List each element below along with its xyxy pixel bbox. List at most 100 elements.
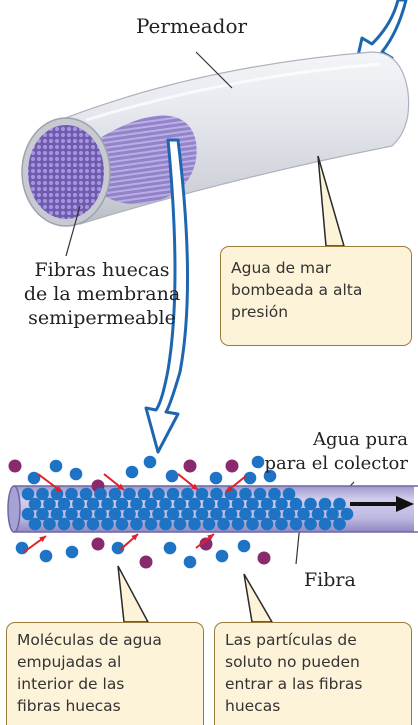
water-molecule: [137, 487, 151, 501]
water-molecule: [79, 487, 93, 501]
permeator-label: Permeador: [136, 14, 248, 38]
fiber-bundle-end: [28, 125, 104, 219]
push-arrow: [225, 475, 247, 493]
water-molecule: [246, 497, 259, 511]
solute-line-1: Las partículas de: [225, 631, 357, 649]
water-molecule: [94, 487, 107, 501]
seawater-line-1: Agua de mar: [231, 259, 331, 277]
water-molecule: [195, 507, 209, 521]
water-molecule: [217, 497, 230, 511]
push-arrow: [177, 473, 199, 491]
water-molecule: [152, 487, 165, 501]
push-arrow: [195, 533, 215, 549]
water-molecule: [159, 497, 172, 511]
water-molecule: [163, 541, 177, 555]
permeator-cylinder: [21, 51, 410, 227]
seawater-tail: [317, 155, 345, 247]
push-arrow: [23, 535, 47, 553]
water-molecule: [130, 517, 143, 531]
water-molecule: [86, 497, 100, 511]
water-molecule: [111, 541, 125, 555]
water-molecule: [65, 487, 78, 501]
water-molecule: [28, 497, 42, 511]
water-molecule: [289, 517, 303, 531]
water-molecule: [282, 487, 296, 501]
water-molecule: [123, 487, 136, 501]
pure-water-label: Agua pura para el colector: [264, 428, 408, 476]
water-molecule: [165, 469, 179, 483]
water-molecule: [282, 507, 296, 521]
water-molecule: [253, 507, 267, 521]
water-molecule: [304, 517, 317, 531]
hollow-fibers-line-2: de la membrana: [23, 283, 181, 305]
water-molecule: [115, 517, 129, 531]
water-molecule: [144, 497, 158, 511]
water-molecule: [173, 497, 187, 511]
water-molecule: [27, 471, 41, 485]
water-molecule: [21, 487, 35, 501]
water-molecule: [268, 507, 281, 521]
water-molecule: [210, 507, 223, 521]
fibers-pointer: [65, 205, 81, 257]
solute-particle: [225, 459, 239, 473]
water-molecule: [101, 517, 114, 531]
water-molecule: [69, 467, 83, 481]
water-molecule: [57, 517, 71, 531]
water-molecule: [289, 497, 303, 511]
solute-line-2: soluto no pueden: [225, 653, 360, 671]
water-molecule: [57, 497, 71, 511]
water-molecule: [166, 487, 180, 501]
water-molecule: [318, 517, 332, 531]
water-molecule: [195, 487, 209, 501]
water-molecule: [297, 507, 310, 521]
water-molecule: [253, 487, 267, 501]
water-molecule: [130, 497, 143, 511]
water-molecule: [188, 517, 201, 531]
water-molecule: [123, 507, 136, 521]
water-molecule: [311, 507, 325, 521]
seawater-line-3: presión: [231, 303, 289, 321]
water-molecule: [326, 507, 339, 521]
water-molecule: [21, 507, 35, 521]
water-molecule: [36, 487, 49, 501]
push-arrow: [103, 473, 125, 491]
solute-particle: [91, 537, 105, 551]
permeator-pointer: [195, 51, 233, 89]
water-molecule: [333, 497, 346, 511]
water-molecule: [188, 497, 201, 511]
pure-water-line-1: Agua pura: [312, 429, 408, 450]
water-molecule: [333, 517, 346, 531]
water-molecule: [15, 541, 29, 555]
water-molecule: [217, 517, 230, 531]
solute-particle: [183, 459, 197, 473]
solute-line-4: huecas: [225, 697, 281, 715]
hollow-fibers-line-3: semipermeable: [28, 307, 176, 329]
flow-arrow: [144, 138, 189, 454]
solute-tail: [243, 573, 274, 623]
particles: [8, 455, 354, 569]
water-molecule: [246, 517, 259, 531]
water-molecule: [101, 497, 114, 511]
water-molecules-line-2: empujadas al: [17, 653, 122, 671]
water-molecule: [49, 459, 63, 473]
water-molecule: [210, 487, 223, 501]
water-molecule: [181, 507, 194, 521]
water-molecule: [166, 507, 180, 521]
water-molecule: [231, 517, 245, 531]
water-molecule: [237, 539, 251, 553]
water-molecule: [275, 517, 288, 531]
water-molecule: [36, 507, 49, 521]
push-arrow: [37, 473, 63, 493]
water-molecules-line-1: Moléculas de agua: [17, 631, 162, 649]
water-molecules-callout: Moléculas de agua empujadas al interior …: [6, 622, 204, 725]
water-molecule: [215, 549, 229, 563]
water-molecule: [202, 497, 216, 511]
water-molecule: [275, 497, 288, 511]
water-molecule: [209, 471, 223, 485]
water-molecule: [108, 487, 122, 501]
push-arrows: [23, 473, 247, 553]
water-molecule: [260, 517, 274, 531]
seawater-line-2: bombeada a alta: [231, 281, 363, 299]
water-molecule: [268, 487, 281, 501]
